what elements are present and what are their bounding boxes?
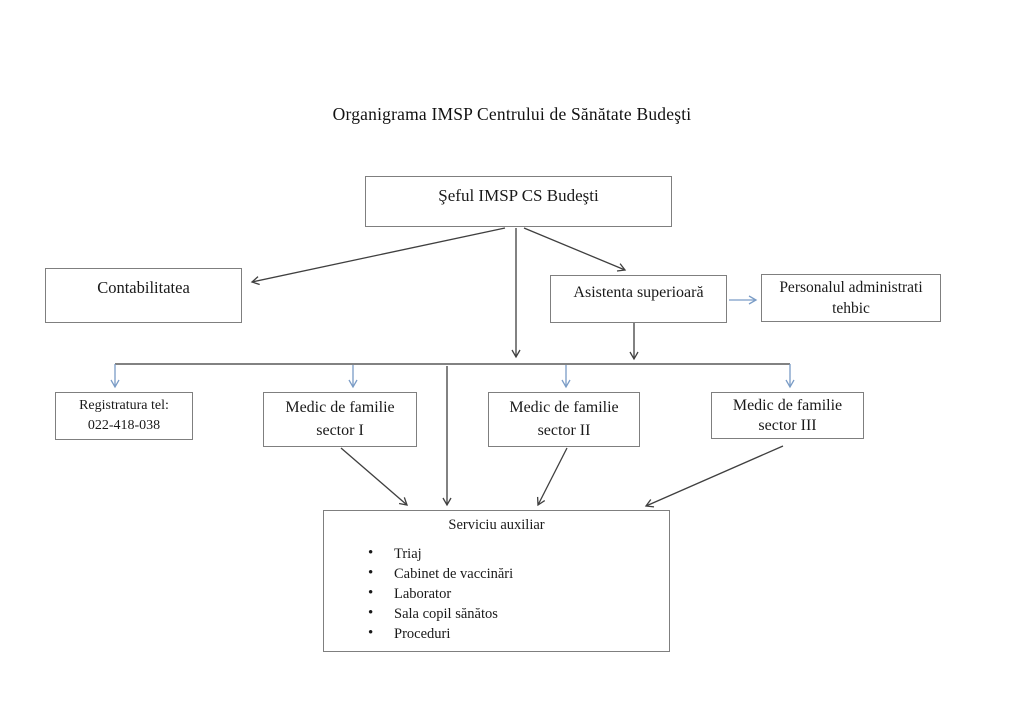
node-sector2-line1: Medic de familie (509, 399, 619, 416)
node-contabilitatea: Contabilitatea (45, 268, 242, 323)
node-registratura: Registratura tel: 022-418-038 (55, 392, 193, 440)
list-item-proceduri: Proceduri (368, 626, 669, 641)
node-sector2-line2: sector II (537, 422, 591, 439)
node-seful: Şeful IMSP CS Budeşti (365, 176, 672, 227)
connector-sector2-to-serviciu (536, 447, 568, 507)
node-medic-sector-3: Medic de familie sector III (711, 392, 864, 439)
list-item-triaj: Triaj (368, 546, 669, 561)
node-personalul-administrativ: Personalul administrati tehbic (761, 274, 941, 322)
node-registratura-line1: Registratura tel: (79, 398, 169, 413)
node-medic-sector-1: Medic de familie sector I (263, 392, 417, 447)
node-registratura-phone: 022-418-038 (87, 418, 161, 433)
node-sector1-line2: sector I (316, 422, 364, 439)
connector-sector1-to-serviciu (340, 447, 408, 506)
connector-sector3-to-serviciu (644, 445, 784, 508)
node-sector1-line1: Medic de familie (285, 399, 395, 416)
node-contabilitatea-label: Contabilitatea (97, 278, 190, 297)
list-item-cabinet-vaccinari: Cabinet de vaccinări (368, 566, 669, 581)
node-seful-label: Şeful IMSP CS Budeşti (438, 186, 599, 205)
serviciu-list: Triaj Cabinet de vaccinări Laborator Sal… (324, 546, 669, 641)
node-serviciu-title: Serviciu auxiliar (448, 517, 545, 533)
node-asistenta-superioara: Asistenta superioară (550, 275, 727, 323)
list-item-sala-copil: Sala copil sănătos (368, 606, 669, 621)
node-personalul-line2: tehbic (832, 300, 870, 317)
node-serviciu-auxiliar: Serviciu auxiliar Triaj Cabinet de vacci… (323, 510, 670, 652)
node-medic-sector-2: Medic de familie sector II (488, 392, 640, 447)
node-personalul-line1: Personalul administrati (779, 279, 923, 296)
connector-seful-to-asistenta (523, 227, 627, 272)
connector-seful-to-contabilitatea (250, 227, 506, 286)
node-sector3-line2: sector III (758, 417, 817, 434)
list-item-laborator: Laborator (368, 586, 669, 601)
chart-title: Organigrama IMSP Centrului de Sănătate B… (332, 104, 692, 124)
node-sector3-line1: Medic de familie (732, 397, 843, 414)
node-asistenta-label: Asistenta superioară (573, 284, 704, 301)
